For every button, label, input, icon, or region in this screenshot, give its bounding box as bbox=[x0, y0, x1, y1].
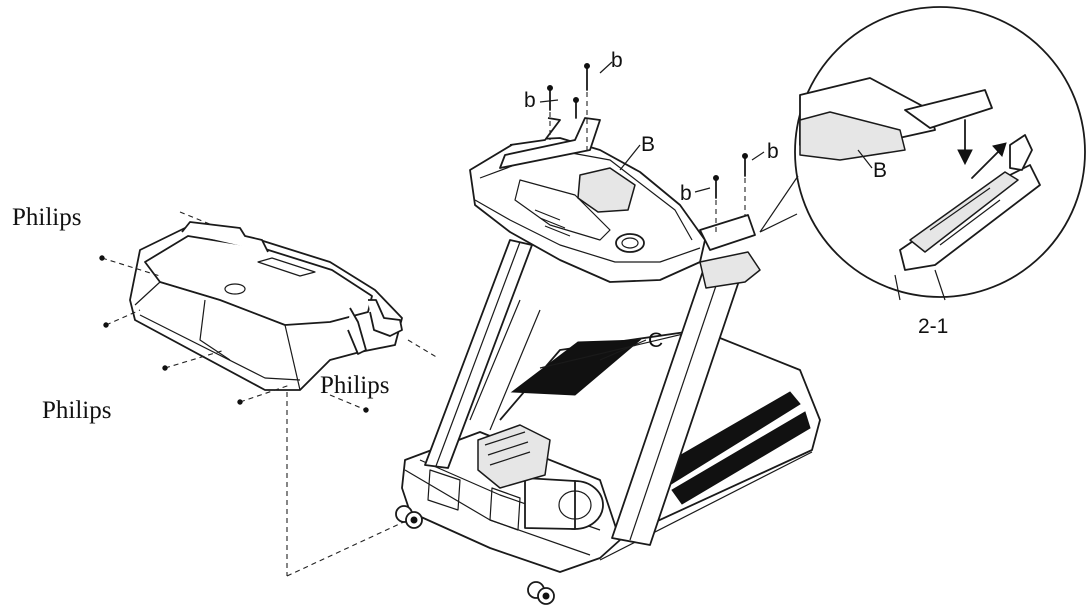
wheel-left bbox=[395, 505, 423, 529]
label-part-c: C bbox=[648, 329, 664, 352]
screws-b bbox=[547, 63, 748, 199]
label-screw-b-top: b bbox=[611, 49, 623, 72]
console-head bbox=[469, 117, 756, 283]
wheel-right bbox=[527, 581, 555, 605]
label-screw-b-mid: b bbox=[680, 182, 692, 205]
cover-guide-lines bbox=[101, 211, 439, 577]
label-part-b-main: B bbox=[641, 133, 656, 156]
label-philips-top-left: Philips bbox=[12, 204, 82, 231]
label-philips-bottom-left: Philips bbox=[42, 397, 112, 424]
leader-lines bbox=[539, 61, 765, 361]
screw-guide-lines bbox=[549, 92, 746, 235]
cover-screw-points bbox=[99, 255, 369, 413]
treadmill-base bbox=[395, 424, 621, 605]
console-cover bbox=[129, 221, 403, 391]
label-detail-step: 2-1 bbox=[918, 315, 949, 338]
label-screw-b-left: b bbox=[524, 89, 536, 112]
label-part-b-detail: B bbox=[873, 159, 888, 182]
detail-callout bbox=[759, 6, 1086, 301]
label-screw-b-right: b bbox=[767, 140, 779, 163]
label-philips-center: Philips bbox=[320, 372, 390, 399]
